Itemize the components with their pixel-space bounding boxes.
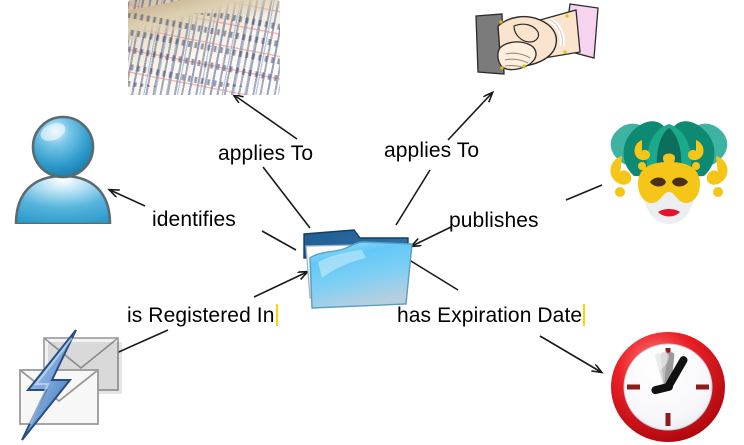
text-caret xyxy=(583,304,586,326)
edge-label-text: has Expiration Date xyxy=(397,304,583,327)
text-caret xyxy=(275,304,278,326)
edge-label-text: applies To xyxy=(218,142,314,165)
edge-label-publishes: publishes xyxy=(449,209,539,233)
edge-label-identifies: identifies xyxy=(152,208,236,232)
folder-icon xyxy=(296,218,418,310)
edge-label-applies-to-handshake: applies To xyxy=(384,139,479,163)
edge-label-text: is Registered In xyxy=(127,304,275,327)
carnival-mask-icon xyxy=(598,106,740,226)
clock-icon xyxy=(598,330,738,444)
edge-label-is-registered-in: is Registered In xyxy=(127,304,278,328)
person-avatar-icon xyxy=(8,112,118,226)
handshake-icon xyxy=(452,2,602,94)
edge-label-text: identifies xyxy=(152,208,236,231)
edge-label-text: publishes xyxy=(449,209,539,232)
ledger-text-rows xyxy=(128,13,280,88)
edge-label-has-expiration-date: has Expiration Date xyxy=(397,304,586,328)
edge-label-text: applies To xyxy=(384,139,480,162)
mail-envelopes-icon xyxy=(6,328,138,444)
ledger-book-icon xyxy=(128,0,280,95)
edge-label-applies-to-ledger: applies To xyxy=(218,142,313,166)
